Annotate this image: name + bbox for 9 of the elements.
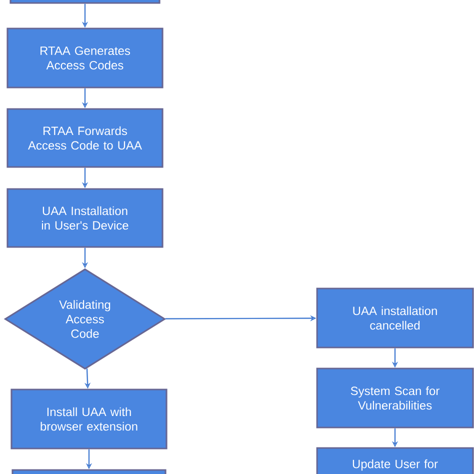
process-box: UAA installation cancelled <box>316 288 474 348</box>
process-box: RTAA Forwards Access Code to UAA <box>6 108 164 168</box>
process-box: UAA Installation in User's Device <box>6 188 164 248</box>
process-box: Install UAA with browser extension <box>10 388 168 450</box>
process-box: Update User for <box>316 447 474 474</box>
process-box: RTAA Generates Access Codes <box>6 28 164 88</box>
process-box <box>12 469 166 474</box>
process-box: System Scan for Vulnerabilities <box>316 368 474 428</box>
process-box <box>10 0 160 4</box>
